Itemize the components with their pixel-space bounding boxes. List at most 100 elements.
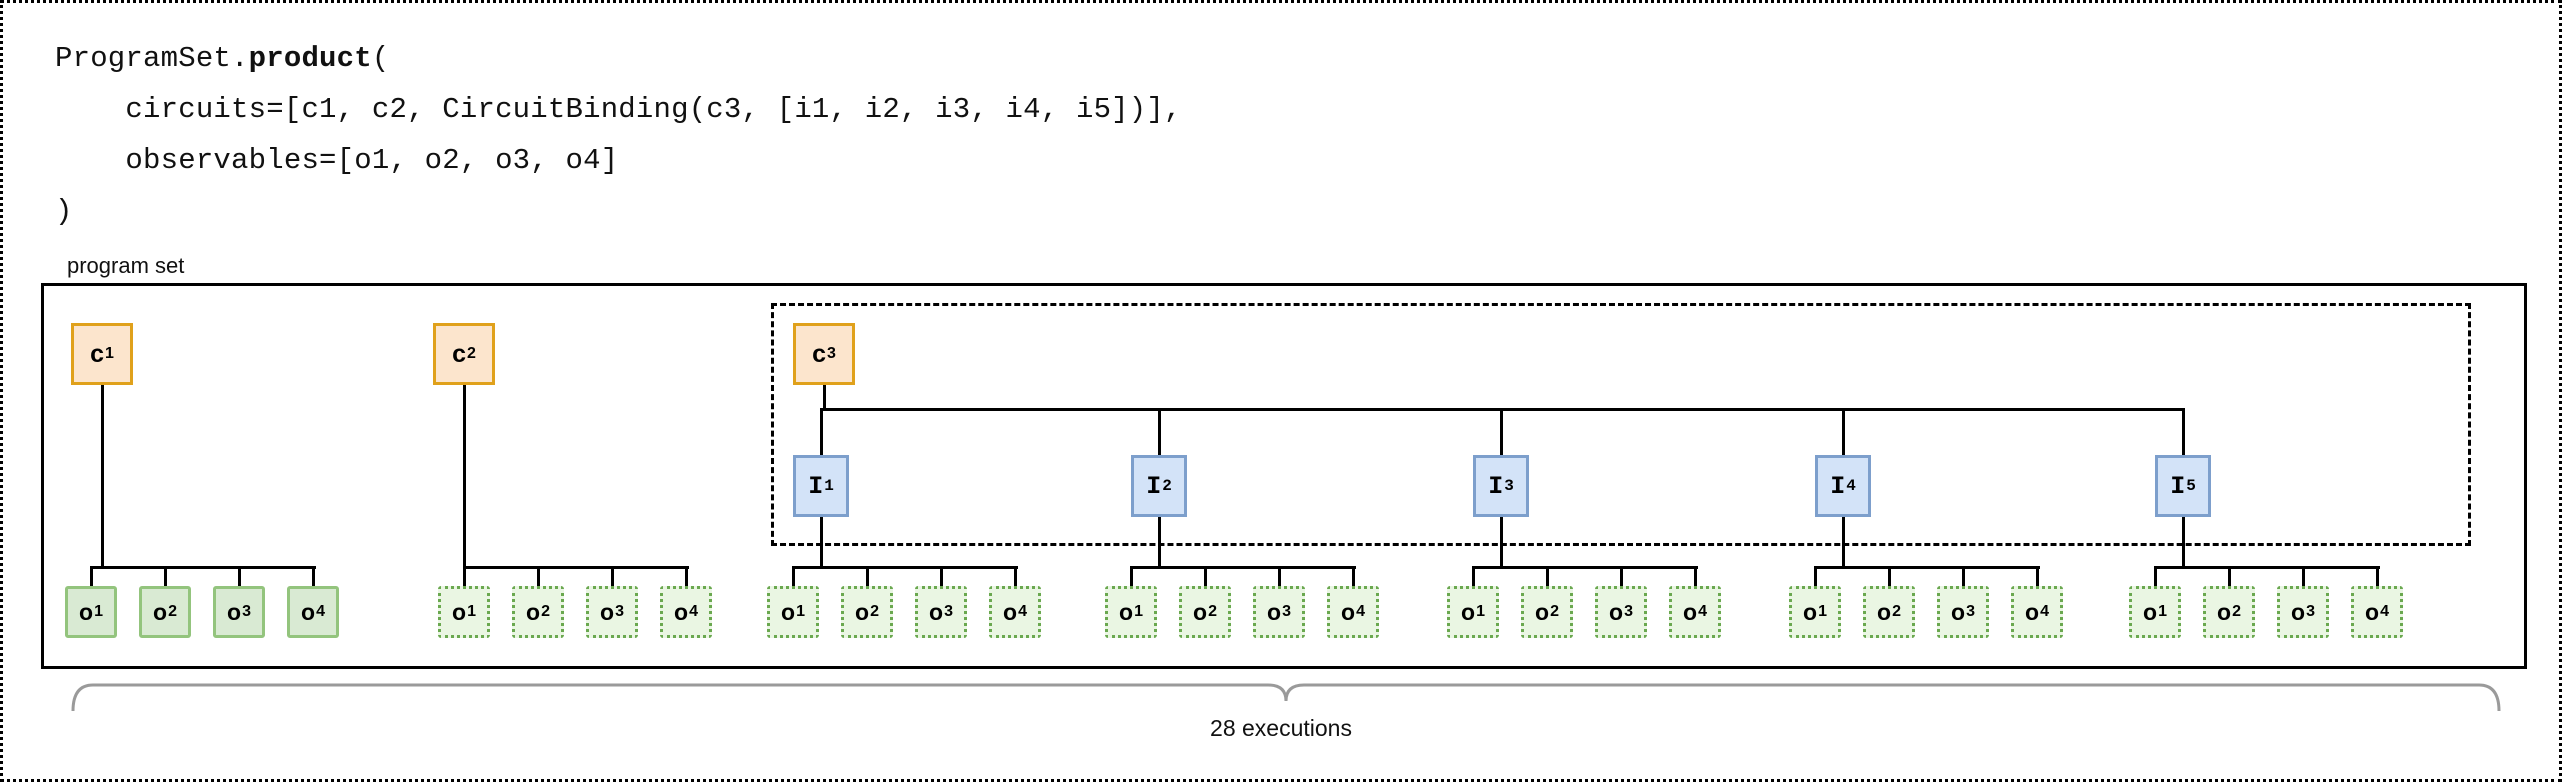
observable-drop-g3-o2 — [866, 566, 869, 586]
circuit-node-c1-letter: c — [90, 339, 104, 368]
observable-node-g5-o4-subscript: 4 — [1698, 603, 1707, 620]
observable-node-g2-o1-letter: o — [452, 598, 467, 625]
observable-node-g5-o3-subscript: 3 — [1624, 603, 1633, 620]
executions-caption: 28 executions — [3, 715, 2559, 742]
observable-node-g1-o4-letter: o — [301, 598, 316, 625]
observable-drop-g1-o2 — [164, 566, 167, 586]
observable-node-g7-o3-subscript: 3 — [2306, 603, 2315, 620]
observable-bus-g2 — [464, 566, 689, 569]
binding-node-i5-letter: I — [2170, 471, 2186, 501]
observable-node-g1-o1-subscript: 1 — [94, 603, 103, 620]
binding-drop-i1 — [820, 408, 823, 455]
observable-node-g7-o4-subscript: 4 — [2380, 603, 2389, 620]
observable-node-g5-o3-letter: o — [1609, 598, 1624, 625]
observable-drop-g2-o3 — [611, 566, 614, 586]
observable-drop-g1-o4 — [312, 566, 315, 586]
observable-node-g3-o3-letter: o — [929, 598, 944, 625]
observable-node-g5-o2-subscript: 2 — [1550, 603, 1559, 620]
binding-stem-i4 — [1842, 517, 1845, 566]
observable-bus-g3 — [793, 566, 1018, 569]
observable-drop-g2-o1 — [463, 566, 466, 586]
observable-node-g3-o4-subscript: 4 — [1018, 603, 1027, 620]
observable-bus-g5 — [1473, 566, 1698, 569]
observable-node-g7-o1-subscript: 1 — [2158, 603, 2167, 620]
observable-node-g3-o1-letter: o — [781, 598, 796, 625]
observable-node-g2-o3-subscript: 3 — [615, 603, 624, 620]
observable-drop-g4-o1 — [1130, 566, 1133, 586]
observable-node-g7-o2-subscript: 2 — [2232, 603, 2241, 620]
binding-drop-i4 — [1842, 408, 1845, 455]
observable-node-g4-o3-letter: o — [1267, 598, 1282, 625]
binding-stem-i2 — [1158, 517, 1161, 566]
observable-drop-g3-o3 — [940, 566, 943, 586]
binding-node-i4-letter: I — [1830, 471, 1846, 501]
observable-drop-g5-o1 — [1472, 566, 1475, 586]
observable-node-g6-o3-letter: o — [1951, 598, 1966, 625]
code-line-1-method: product — [248, 42, 372, 75]
observable-drop-g6-o4 — [2036, 566, 2039, 586]
code-line-3: observables=[o1, o2, o3, o4] — [55, 144, 619, 177]
circuit-node-c1-subscript: 1 — [105, 345, 114, 362]
observable-node-g4-o2-letter: o — [1193, 598, 1208, 625]
observable-drop-g1-o3 — [238, 566, 241, 586]
code-line-4: ) — [55, 195, 73, 228]
observable-drop-g3-o4 — [1014, 566, 1017, 586]
observable-node-g7-o4-letter: o — [2365, 598, 2380, 625]
binding-node-i4-subscript: 4 — [1846, 477, 1856, 495]
observable-node-g1-o4-subscript: 4 — [316, 603, 325, 620]
observable-node-g3-o3-subscript: 3 — [944, 603, 953, 620]
observable-drop-g7-o3 — [2302, 566, 2305, 586]
observable-node-g1-o1-letter: o — [79, 598, 94, 625]
binding-node-i1-subscript: 1 — [824, 477, 834, 495]
observable-node-g4-o1-letter: o — [1119, 598, 1134, 625]
code-line-1: ProgramSet.product( — [55, 42, 389, 75]
circuit-node-c3-letter: c — [812, 339, 826, 368]
observable-bus-g7 — [2155, 566, 2380, 569]
observable-drop-g7-o4 — [2376, 566, 2379, 586]
observable-node-g7-o1-letter: o — [2143, 598, 2158, 625]
binding-node-i2-subscript: 2 — [1162, 477, 1172, 495]
binding-drop-i5 — [2182, 408, 2185, 455]
observable-node-g4-o3-subscript: 3 — [1282, 603, 1291, 620]
observable-node-g4-o4-letter: o — [1341, 598, 1356, 625]
binding-bus — [823, 408, 2185, 411]
observable-drop-g3-o1 — [792, 566, 795, 586]
